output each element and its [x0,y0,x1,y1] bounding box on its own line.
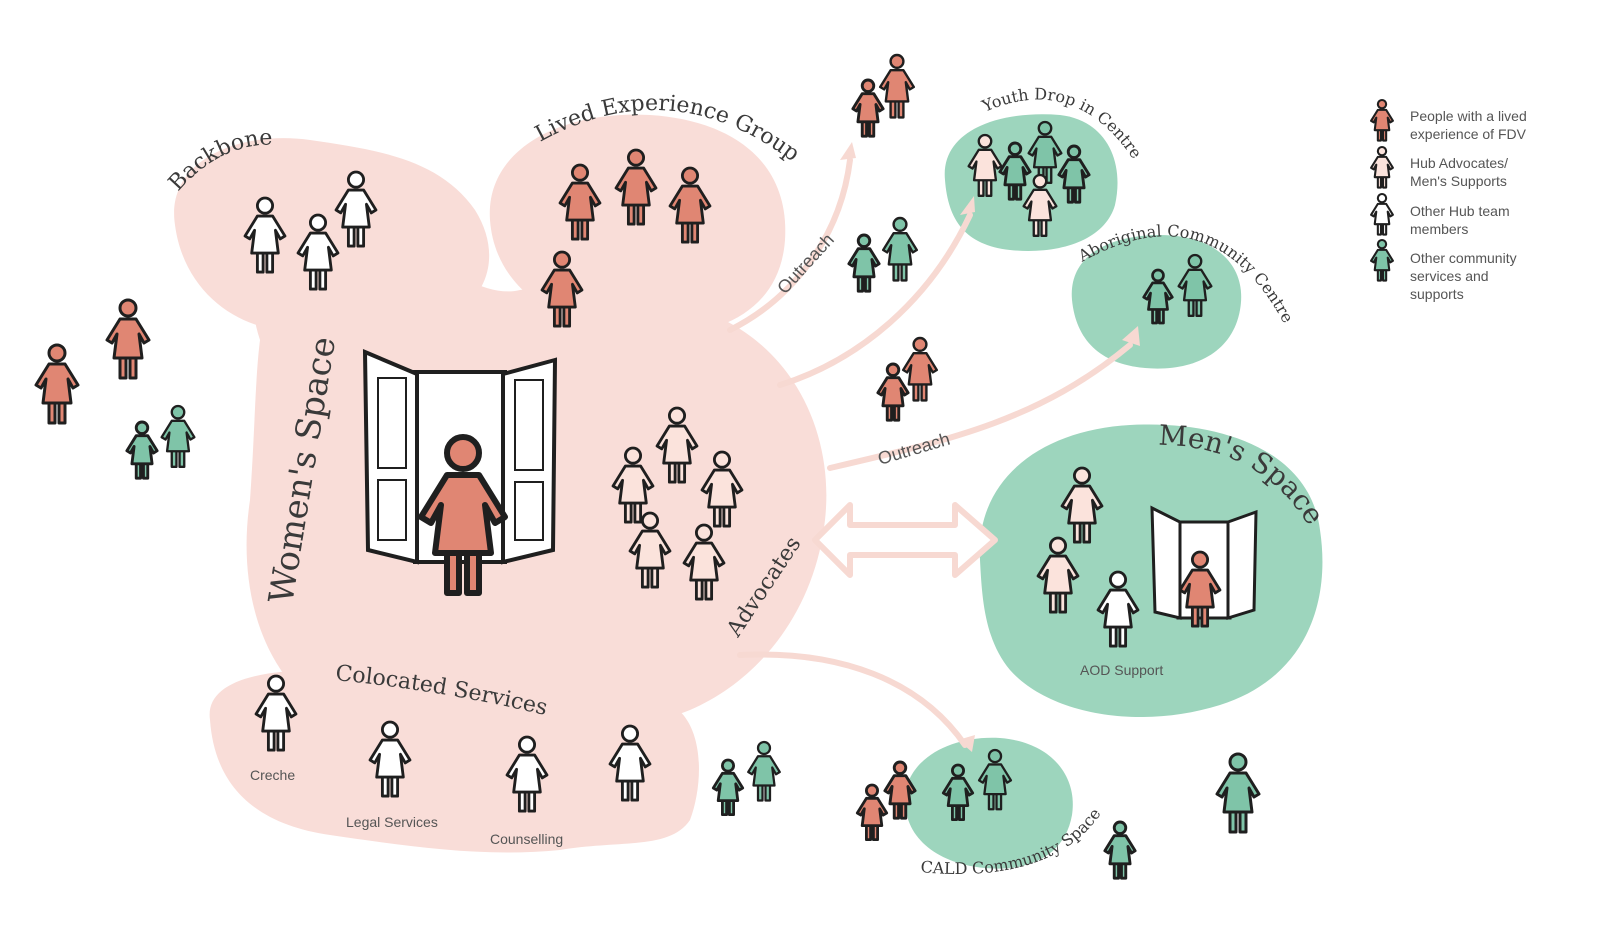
hub-advocate-person-icon [611,446,655,524]
legend-text-line: Men's Supports [1410,173,1507,189]
legend-text-line: Hub Advocates/ [1410,155,1508,171]
community-person-icon [847,233,881,293]
hub-advocate-person-icon [1370,145,1394,189]
hub-advocate-person-icon [700,450,744,528]
lived-experience-person-icon [558,163,602,241]
legend-item-community: Other community services and supports [1370,238,1517,302]
hub-advocate-person-icon [1060,466,1104,544]
legend-text-line: Other community [1410,250,1517,266]
legend-text-line: People with a lived [1410,108,1527,124]
community-person-icon [1027,120,1063,185]
community-person-icon [1177,253,1213,318]
double-arrow-mens-space [812,502,998,578]
lived-experience-person-icon [851,78,885,138]
legend-text-line: supports [1410,286,1464,302]
outreach-arrows [727,157,1133,748]
hub-team-person-icon [334,170,378,248]
youth-drop-in-centre-blob [944,114,1118,251]
backbone-blob [174,138,490,331]
community-person-icon [977,748,1013,811]
hub-team-person-icon [243,196,287,274]
legend-text-line: Other Hub team [1410,203,1510,219]
hub-advocate-person-icon [967,133,1003,198]
mens-space-blob [979,424,1323,718]
community-person-icon [941,763,975,821]
hub-team-person-icon [1370,192,1394,236]
community-person-icon [160,404,196,469]
hub-team-person-icon [505,735,549,813]
womens-window-icon [362,348,558,565]
lived-experience-person-icon [540,250,584,328]
legend-item-hub-team: Other Hub team members [1370,192,1510,237]
legal-services-label: Legal Services [346,814,438,830]
hub-team-person-icon [296,213,340,291]
hub-advocate-person-icon [655,406,699,484]
legend-text-line: experience of FDV [1410,126,1527,142]
arrow-to-cald-space [737,651,968,748]
legend-text-line: services and [1410,268,1489,284]
creche-label: Creche [250,767,295,783]
community-person-icon [1370,238,1394,282]
arrow-to-youth-centre [777,212,973,388]
arrow-heads [840,142,1140,752]
hub-advocate-person-icon [628,511,672,589]
legend-item-lived-experience: People with a lived experience of FDV [1370,98,1527,142]
hub-advocate-person-icon [1036,536,1080,614]
lived-experience-person-icon [1370,98,1394,142]
aod-support-label: AOD Support [1080,662,1163,678]
lived-experience-person-icon [418,434,508,596]
lived-experience-person-icon [901,336,939,402]
counselling-label: Counselling [490,831,563,847]
hub-team-person-icon [1370,192,1394,236]
lived-experience-person-icon [855,783,889,841]
hub-team-person-icon [1096,570,1140,648]
legend-item-hub-advocates: Hub Advocates/ Men's Supports [1370,145,1508,189]
lived-experience-person-icon [883,760,917,820]
hub-team-person-icon [254,674,298,752]
community-person-icon [747,740,781,802]
lived-experience-person-icon [1370,98,1394,142]
community-person-icon [881,216,919,282]
community-person-icon [125,420,159,480]
community-person-icon [711,758,745,816]
lived-experience-person-icon [876,362,910,422]
hub-team-person-icon [368,720,412,798]
legend-text-line: members [1410,221,1468,237]
arrow-to-aboriginal-centre [827,342,1133,471]
hub-advocate-person-icon [1370,145,1394,189]
lived-experience-person-icon [668,166,712,244]
arrow-to-top-people [727,157,853,333]
people-layer [34,53,1261,880]
lived-experience-person-icon [34,343,80,425]
community-person-icon [1142,268,1174,325]
outreach-label-lower: Outreach [875,429,952,469]
lived-experience-person-icon [614,148,658,226]
mens-window-icon [1150,505,1258,621]
colocated-services-blob [209,669,699,853]
lived-experience-person-icon [105,298,151,380]
community-person-icon [1370,238,1394,282]
community-person-icon [1103,820,1137,880]
lived-experience-person-icon [1178,550,1222,628]
hub-advocate-person-icon [682,523,726,601]
community-person-icon [1215,752,1261,834]
community-person-icon [998,141,1032,201]
hub-team-person-icon [608,724,652,802]
community-person-icon [1057,144,1091,204]
hub-advocate-person-icon [1022,173,1058,238]
lived-experience-person-icon [878,53,916,119]
legend: People with a lived experience of FDV Hu… [1370,98,1527,302]
